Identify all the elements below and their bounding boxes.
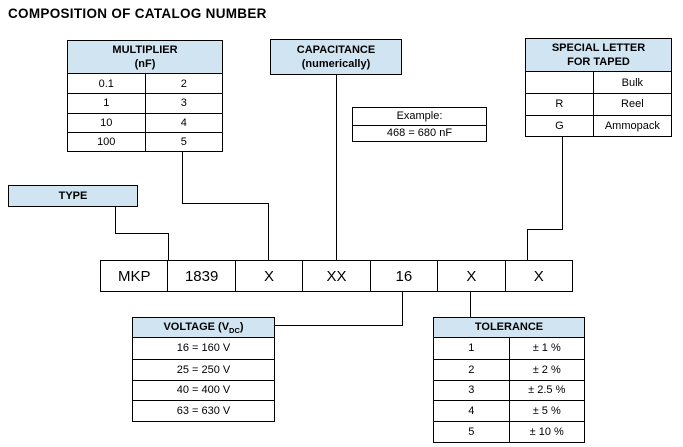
tolerance-row: 4 ± 5 %: [434, 400, 585, 422]
tolerance-code: 2: [468, 363, 475, 376]
connector-multiplier-vertical1: [182, 152, 183, 203]
voltage-table-header: VOLTAGE (VDC): [133, 318, 274, 338]
tolerance-row: 1 ± 1 %: [434, 338, 584, 359]
multiplier-factor: 0.1: [98, 77, 114, 90]
connector-voltage-horizontal: [275, 325, 403, 326]
voltage-mapping: 40 = 400 V: [176, 384, 231, 397]
multiplier-row: 10 4: [68, 112, 223, 132]
multiplier-header-line2: (nF): [134, 58, 156, 70]
special-letter-code: R: [555, 98, 564, 111]
tolerance-value: ± 1 %: [508, 338, 585, 359]
voltage-mapping: 25 = 250 V: [176, 363, 231, 376]
voltage-mapping: 63 = 630 V: [176, 405, 231, 418]
connector-type-horizontal: [115, 233, 169, 234]
special-letter-meaning: Reel: [592, 94, 671, 115]
tolerance-row: 5 ± 10 %: [434, 421, 584, 442]
voltage-row: 63 = 630 V: [133, 400, 274, 421]
special-letter-header-line1: SPECIAL LETTER: [551, 41, 646, 54]
catalog-segment-series: 1839: [167, 261, 234, 291]
tolerance-value: ± 10 %: [508, 422, 585, 442]
voltage-table: VOLTAGE (VDC) 16 = 160 V 25 = 250 V 40 =…: [132, 317, 275, 422]
connector-tolerance-vertical: [470, 292, 471, 317]
special-letter-row: Bulk: [526, 72, 671, 94]
connector-type-vertical2: [168, 233, 169, 260]
special-letter-row: R Reel: [526, 93, 671, 115]
multiplier-row: 100 5: [68, 131, 223, 151]
multiplier-row: 1 3: [68, 93, 223, 113]
special-letter-table: SPECIAL LETTER FOR TAPED Bulk R Reel G A…: [525, 38, 672, 137]
page-title: COMPOSITION OF CATALOG NUMBER: [8, 6, 267, 21]
connector-special-letter-horizontal: [527, 229, 563, 230]
special-letter-table-header: SPECIAL LETTER FOR TAPED: [526, 39, 671, 72]
capacitance-label-line1: CAPACITANCE: [296, 43, 376, 56]
tolerance-value: ± 2.5 %: [508, 380, 585, 401]
voltage-row: 40 = 400 V: [133, 379, 274, 401]
tolerance-row: 2 ± 2 %: [434, 358, 585, 380]
tolerance-code: 3: [468, 384, 475, 397]
special-letter-header-line2: FOR TAPED: [567, 56, 630, 68]
special-letter-meaning: Ammopack: [592, 115, 671, 136]
catalog-segment-capacitance: XX: [302, 261, 369, 291]
catalog-number-row: MKP 1839 X XX 16 X X: [100, 260, 573, 292]
tolerance-code: 5: [468, 426, 475, 439]
multiplier-table-header: MULTIPLIER (nF): [68, 41, 222, 74]
catalog-segment-tolerance: X: [437, 261, 504, 291]
catalog-segment-voltage: 16: [369, 261, 437, 291]
connector-special-letter-vertical2: [527, 229, 528, 260]
catalog-segment-type: MKP: [117, 267, 151, 285]
tolerance-table-header: TOLERANCE: [434, 318, 584, 338]
connector-voltage-vertical: [402, 292, 403, 326]
multiplier-code: 4: [144, 113, 223, 132]
connector-multiplier-horizontal: [182, 203, 269, 204]
connector-type-vertical1: [115, 207, 116, 233]
multiplier-code: 5: [144, 132, 223, 151]
multiplier-code: 3: [144, 94, 223, 113]
tolerance-value: ± 2 %: [508, 359, 585, 380]
tolerance-row: 3 ± 2.5 %: [434, 379, 585, 401]
type-label-box: TYPE: [8, 185, 138, 207]
capacitance-label-box: CAPACITANCE (numerically): [270, 39, 402, 75]
multiplier-factor: 1: [103, 97, 110, 110]
catalog-segment-special-letter: X: [504, 261, 572, 291]
tolerance-code: 1: [468, 342, 475, 355]
tolerance-table: TOLERANCE 1 ± 1 % 2 ± 2 % 3 ± 2.5 % 4 ± …: [433, 317, 585, 443]
multiplier-header-line1: MULTIPLIER: [112, 43, 178, 56]
tolerance-code: 4: [468, 405, 475, 418]
connector-multiplier-vertical2: [268, 203, 269, 260]
connector-capacitance-vertical: [336, 75, 337, 260]
special-letter-code: [526, 72, 593, 93]
multiplier-factor: 100: [97, 135, 116, 148]
voltage-header-prefix: VOLTAGE (V: [163, 320, 230, 333]
voltage-row: 16 = 160 V: [133, 338, 274, 359]
multiplier-table: MULTIPLIER (nF) 0.1 2 1 3 10 4 100 5: [67, 40, 223, 152]
special-letter-meaning: Bulk: [592, 72, 671, 94]
example-label: Example:: [396, 110, 443, 123]
multiplier-code: 2: [144, 74, 223, 94]
multiplier-row: 0.1 2: [68, 74, 223, 94]
tolerance-value: ± 5 %: [508, 401, 585, 422]
special-letter-row: G Ammopack: [526, 114, 671, 136]
voltage-mapping: 16 = 160 V: [176, 342, 231, 355]
voltage-header-subscript: DC: [229, 325, 240, 335]
voltage-header-suffix: ): [239, 320, 244, 333]
special-letter-code: G: [555, 119, 564, 132]
multiplier-factor: 10: [100, 116, 113, 129]
catalog-segment-multiplier: X: [234, 261, 302, 291]
example-box: Example: 468 = 680 nF: [352, 107, 487, 142]
example-value: 468 = 680 nF: [353, 124, 486, 142]
voltage-row: 25 = 250 V: [133, 358, 274, 380]
voltage-header-text: VOLTAGE (VDC): [163, 320, 243, 336]
connector-special-letter-vertical1: [562, 137, 563, 230]
capacitance-label-line2: (numerically): [301, 58, 371, 70]
